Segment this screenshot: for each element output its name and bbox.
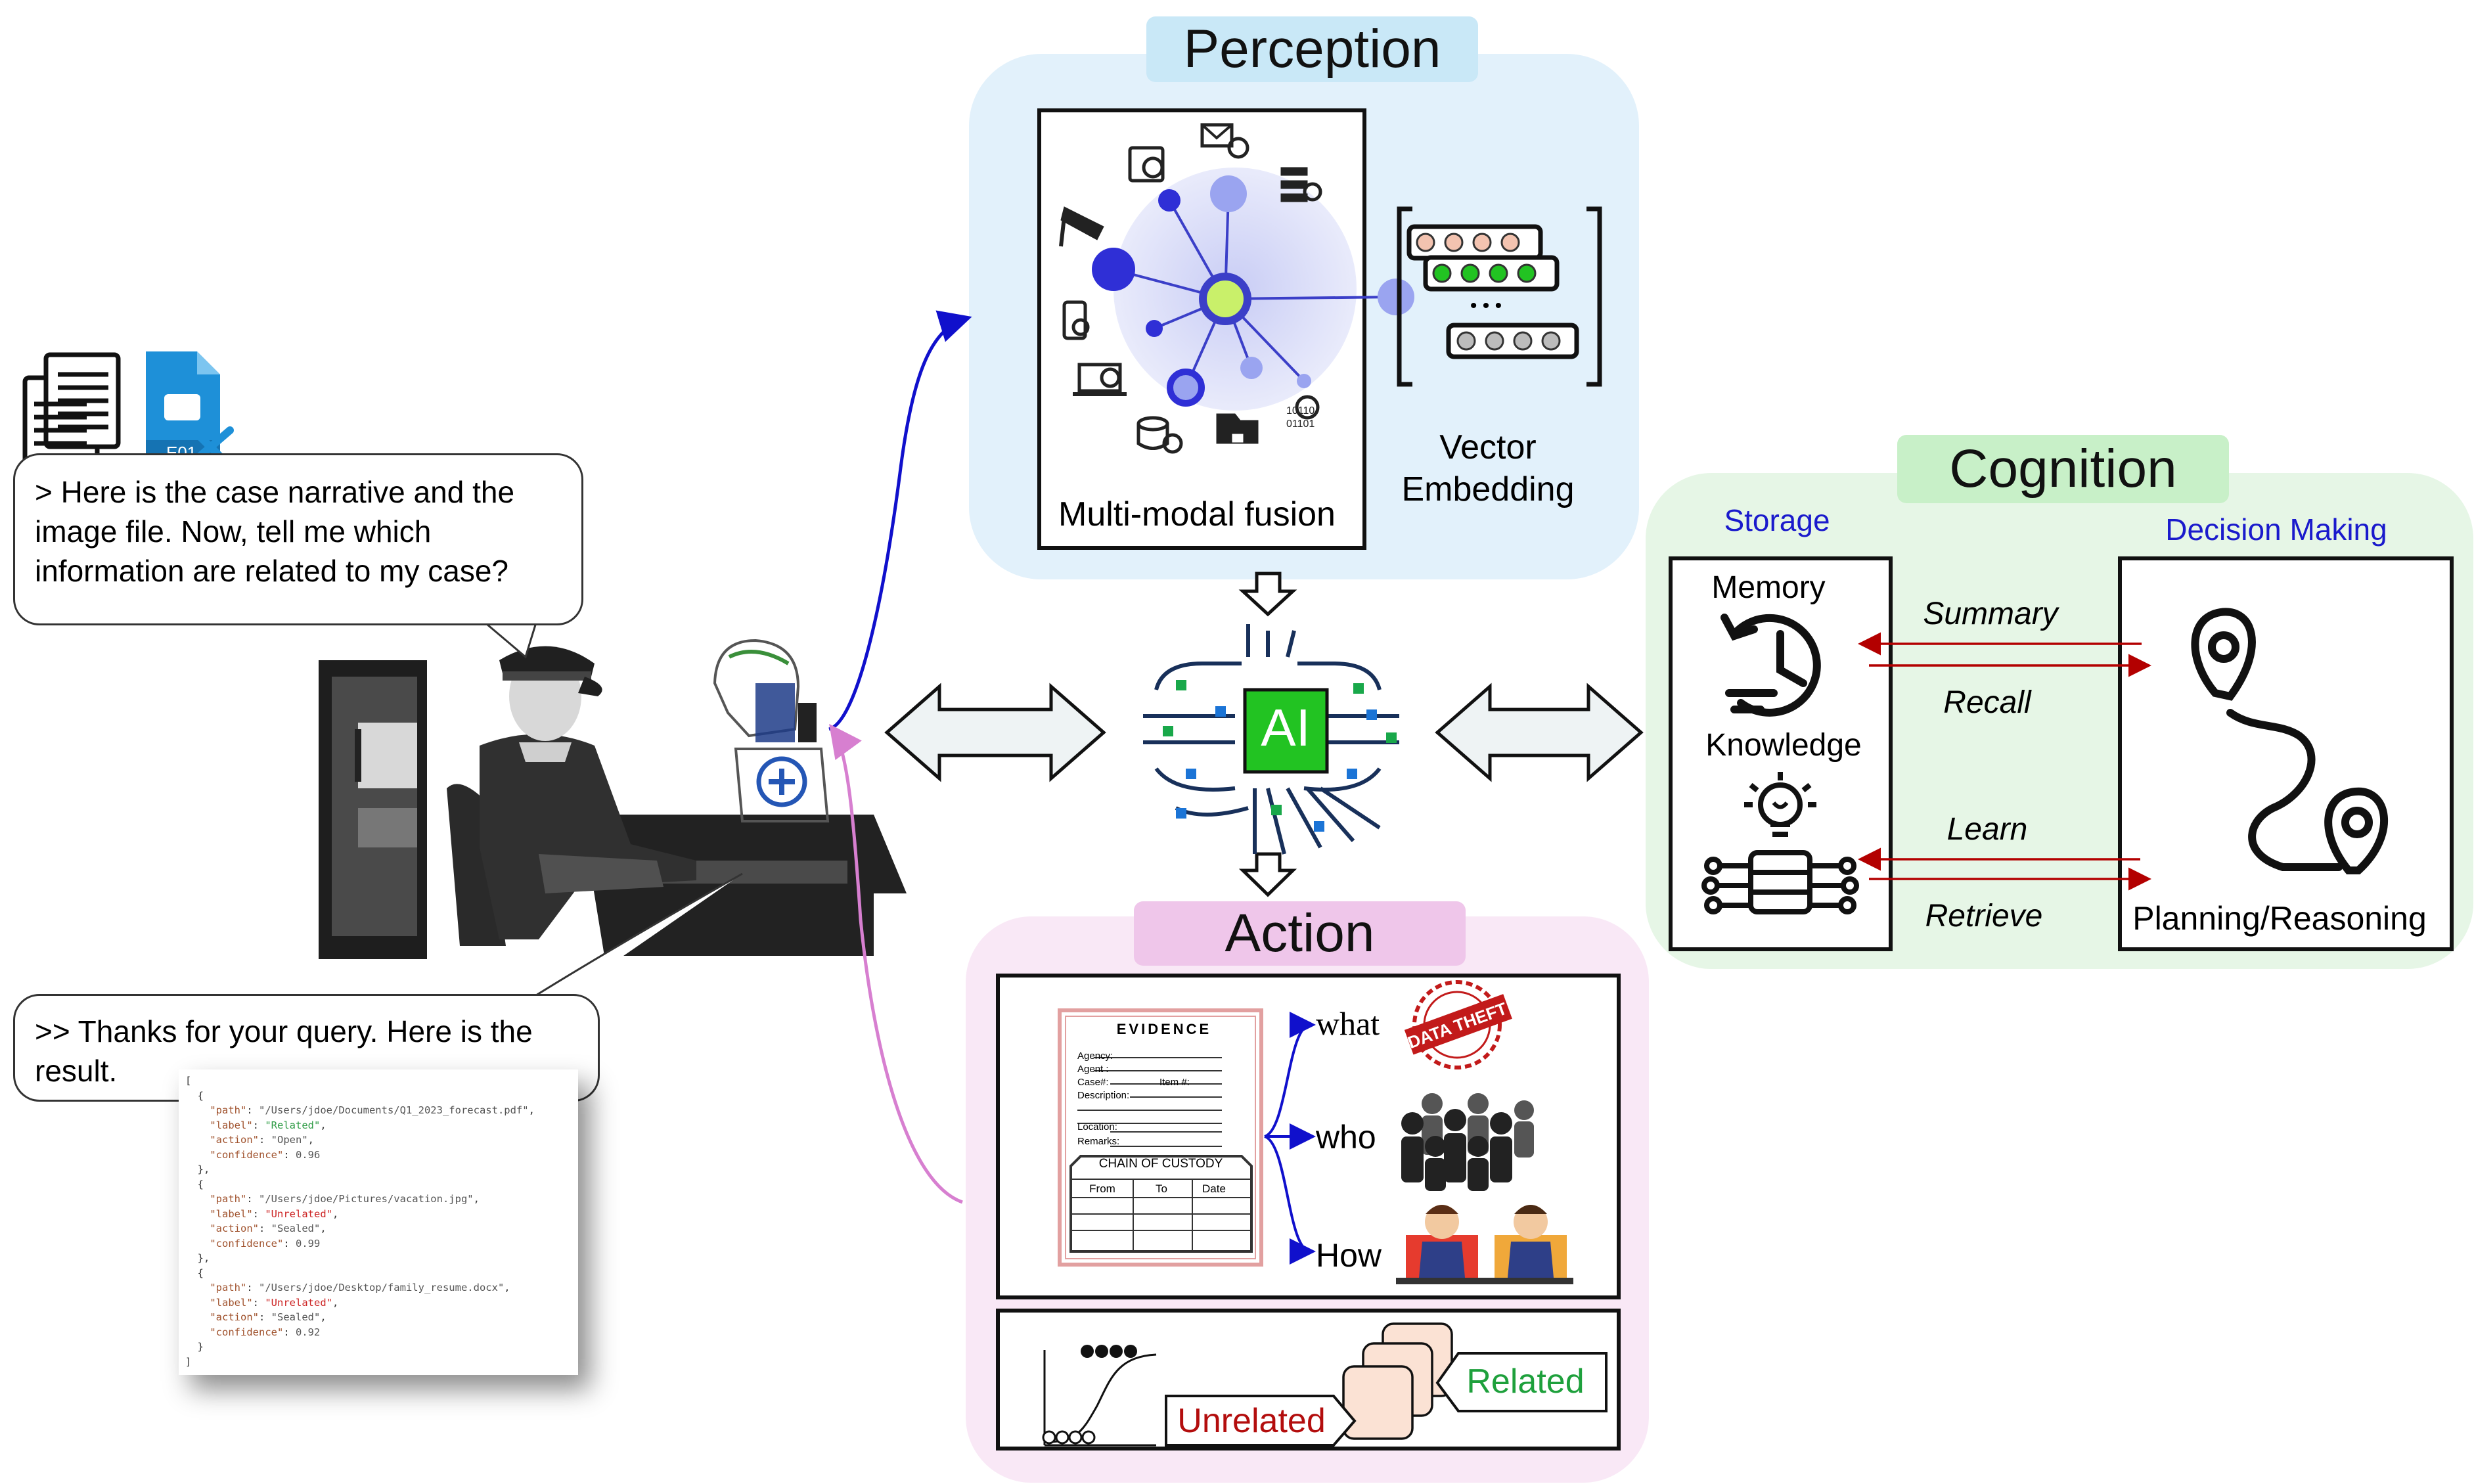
fusion-nodes [1092,175,1414,407]
storage-heading: Storage [1724,503,1830,537]
arrow-action-to-robot [829,723,963,1204]
what-label: what [1316,1005,1380,1042]
server-search-icon [1280,167,1322,202]
double-arrow-left [884,683,1106,782]
evidence-field-agency: Agency: [1077,1050,1113,1062]
json-action-value: "Open" [271,1134,308,1146]
json-action-value: "Sealed" [271,1223,321,1234]
retrieve-label: Retrieve [1925,899,2043,933]
evidence-field-remarks: Remarks: [1077,1136,1119,1147]
officer-at-computer-illustration [319,646,907,959]
people-at-laptops-icon [1396,1205,1573,1284]
ai-chip [1243,688,1329,774]
embedding-dots: • • • [1470,295,1502,317]
double-arrow-right [1435,683,1644,782]
evidence-title: EVIDENCE [1117,1021,1211,1037]
recall-label: Recall [1943,685,2032,720]
planning-box [2118,556,2454,951]
memory-label: Memory [1711,570,1825,605]
reply-text: >> Thanks for your query. Here is the re… [35,1014,533,1088]
evidence-field-agent: Agent : [1077,1064,1109,1075]
related-label: Related [1466,1362,1584,1401]
json-label-value: "Related" [265,1119,321,1131]
json-path-value: "/Users/jdoe/Desktop/family_resume.docx" [259,1282,505,1293]
evidence-field-case: Case#: [1077,1077,1109,1088]
json-confidence-value: 0.99 [295,1237,321,1249]
custody-col-date: Date [1202,1182,1226,1195]
embedding-vectors [1406,224,1579,359]
json-label-value: "Unrelated" [265,1296,332,1309]
crowd-people-icon [1401,1093,1534,1191]
binary-search-icon: 10110 01101 [1286,395,1320,430]
branch-arrows [1264,1012,1316,1265]
down-arrow-perception-to-ai [1238,572,1297,617]
arrow-robot-to-perception [828,310,972,731]
custody-col-from: From [1089,1182,1115,1195]
json-path-value: "/Users/jdoe/Documents/Q1_2023_forecast.… [259,1104,529,1116]
down-arrow-ai-to-action [1238,852,1297,897]
json-close-bracket: ] [185,1355,192,1368]
database-search-icon [1136,416,1183,454]
decision-heading: Decision Making [2165,512,2387,547]
robot-assistant-illustration [713,639,830,822]
phone-search-icon [1062,300,1090,340]
svg-text:01101: 01101 [1286,418,1315,430]
vector-embedding-brackets [1397,206,1602,387]
svg-text:10110: 10110 [1286,405,1315,416]
custody-col-to: To [1156,1182,1167,1195]
perception-title: Perception [1146,16,1478,82]
unrelated-label: Unrelated [1177,1402,1325,1440]
json-open-bracket: [ [185,1075,192,1087]
json-action-value: "Sealed" [271,1311,321,1323]
ai-chip-label: AI [1261,698,1311,757]
custody-title: CHAIN OF CUSTODY [1099,1157,1223,1171]
json-confidence-value: 0.92 [295,1326,321,1338]
email-alert-icon [1200,123,1249,159]
evidence-field-item: Item #: [1159,1077,1190,1088]
ai-circuit-nodes [1163,680,1397,832]
evidence-form-illustration [1058,1008,1263,1267]
hdd-search-icon [1128,146,1165,183]
json-path-value: "/Users/jdoe/Pictures/vacation.jpg" [259,1193,474,1205]
planning-label: Planning/Reasoning [2132,900,2427,937]
cognition-title: Cognition [1897,435,2229,503]
user-prompt-bubble: > Here is the case narrative and the ima… [13,453,583,625]
how-label: How [1316,1237,1382,1274]
cctv-camera-icon [1059,206,1104,247]
memory-clock-icon [1721,614,1821,717]
unrelated-tag [1165,1395,1357,1447]
action-title: Action [1134,901,1466,966]
sigmoid-classifier-icon [1042,1345,1157,1447]
data-source-icons: 10110 01101 [1059,123,1322,454]
knowledge-label: Knowledge [1705,728,1862,763]
json-confidence-value: 0.96 [295,1148,321,1161]
who-label: who [1315,1119,1376,1156]
vector-label: Vector [1439,428,1536,466]
json-label-value: "Unrelated" [265,1207,332,1220]
reply-bubble-tail [525,872,743,1003]
evidence-field-description: Description: [1077,1090,1129,1101]
folder-lock-icon [1216,413,1259,444]
evidence-field-location: Location: [1077,1121,1117,1133]
route-path-icon [2191,608,2389,874]
fusion-label: Multi-modal fusion [1058,495,1336,533]
laptop-search-icon [1073,363,1127,396]
summary-label: Summary [1923,596,2059,631]
related-tag [1435,1352,1608,1412]
embedding-label: Embedding [1401,470,1574,508]
json-result-card: [ { "path": "/Users/jdoe/Documents/Q1_20… [179,1069,578,1375]
learn-label: Learn [1947,812,2028,847]
user-prompt-text: > Here is the case narrative and the ima… [35,475,515,588]
stacked-cards-icon [1342,1322,1453,1440]
documents-icon [22,352,121,472]
knowledge-bulb-server-icon [1701,772,1859,914]
